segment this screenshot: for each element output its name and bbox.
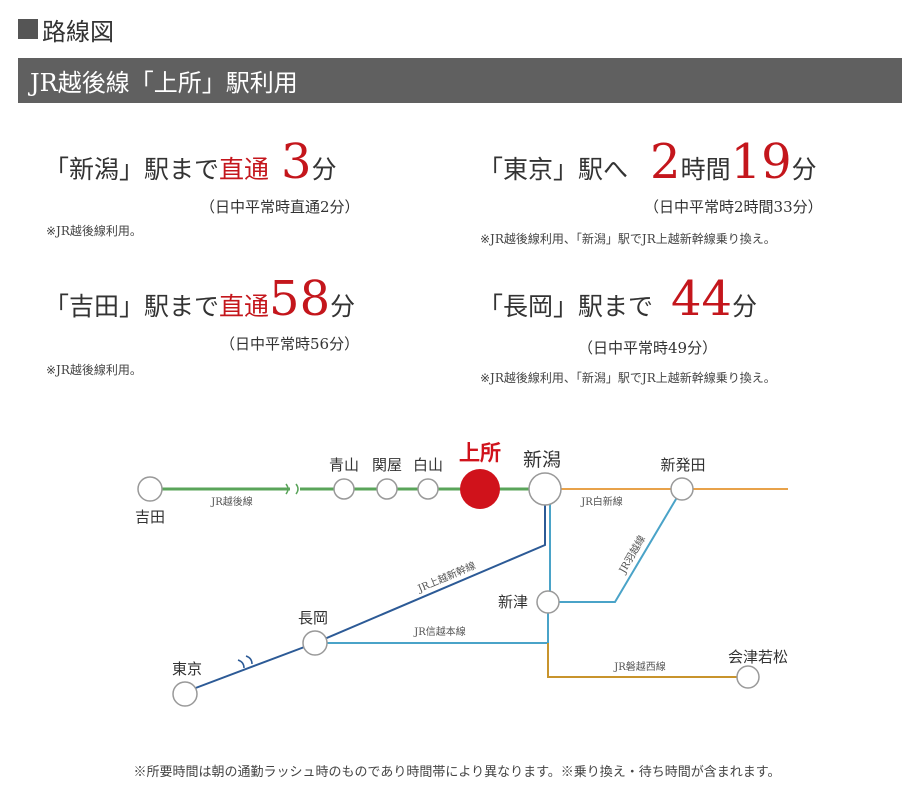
station-hakusan: 白山 bbox=[413, 456, 443, 500]
route-time-minutes: 19 bbox=[730, 134, 792, 190]
station-nagaoka: 長岡 bbox=[298, 609, 328, 656]
route-nagaoka: 「長岡」駅まで 44 分 （日中平常時49分） ※JR越後線利用、「新潟」駅でJ… bbox=[478, 275, 898, 385]
station-niigata: 新潟 bbox=[523, 449, 562, 506]
line-label-echigo: JR越後線 bbox=[210, 495, 253, 508]
svg-text:新発田: 新発田 bbox=[660, 456, 705, 474]
route-time-unit: 分 bbox=[330, 292, 356, 321]
route-note: ※JR越後線利用。 bbox=[46, 363, 142, 377]
footnote: ※所要時間は朝の通勤ラッシュ時のものであり時間帯により異なります。※乗り換え・待… bbox=[133, 765, 781, 780]
svg-text:吉田: 吉田 bbox=[135, 508, 165, 526]
line-label-hakushin: JR白新線 bbox=[580, 495, 623, 508]
station-tokyo: 東京 bbox=[172, 660, 202, 707]
joetsu-shinkansen-line bbox=[184, 489, 546, 693]
route-time-hours: 2 bbox=[650, 134, 681, 190]
route-heading: 「長岡」駅まで 44 分 bbox=[478, 275, 898, 323]
route-map: JR越後線 JR白新線 JR上越新幹線 JR羽越線 JR信越本線 JR磐越西線 … bbox=[135, 440, 788, 707]
station-banner: JR越後線「上所」駅利用 bbox=[18, 58, 902, 103]
route-time-unit: 分 bbox=[311, 155, 337, 184]
route-heading: 「東京」駅へ 2 時間 19 分 bbox=[478, 138, 898, 186]
banner-text: JR越後線「上所」駅利用 bbox=[30, 69, 298, 97]
route-direct-label: 直通 bbox=[219, 292, 270, 321]
route-time-number: 58 bbox=[269, 271, 331, 327]
route-offpeak-time: （日中平常時56分） bbox=[220, 335, 360, 353]
route-time-number: 44 bbox=[671, 271, 733, 327]
route-note: ※JR越後線利用、「新潟」駅でJR上越新幹線乗り換え。 bbox=[480, 232, 776, 246]
svg-text:新津: 新津 bbox=[498, 593, 528, 611]
banetsu-line bbox=[547, 643, 748, 678]
route-time-unit-hours: 時間 bbox=[680, 155, 731, 184]
route-direct-label: 直通 bbox=[219, 155, 270, 184]
svg-text:上所: 上所 bbox=[459, 440, 501, 465]
station-sekiya: 関屋 bbox=[372, 456, 402, 500]
route-note: ※JR越後線利用。 bbox=[46, 224, 142, 238]
svg-text:長岡: 長岡 bbox=[298, 609, 328, 627]
route-offpeak-time: （日中平常時49分） bbox=[578, 339, 718, 357]
svg-text:関屋: 関屋 bbox=[372, 456, 402, 474]
section-title-text: 路線図 bbox=[42, 17, 114, 46]
station-aizu-wakamatsu: 会津若松 bbox=[728, 648, 788, 689]
svg-text:新潟: 新潟 bbox=[523, 449, 561, 471]
joetsu-shinkansen-break bbox=[237, 655, 253, 669]
station-niitsu: 新津 bbox=[498, 590, 560, 614]
route-destination: 「新潟」駅まで bbox=[44, 155, 220, 184]
route-time-unit: 分 bbox=[732, 292, 758, 321]
svg-text:白山: 白山 bbox=[413, 456, 443, 474]
station-yoshida: 吉田 bbox=[135, 476, 165, 526]
line-label-shinetsu: JR信越本線 bbox=[413, 625, 466, 638]
square-bullet-icon bbox=[18, 19, 38, 39]
station-shinhotta: 新発田 bbox=[660, 456, 706, 501]
route-destination: 「吉田」駅まで bbox=[44, 292, 220, 321]
svg-text:青山: 青山 bbox=[329, 456, 359, 474]
station-aoyama: 青山 bbox=[329, 456, 359, 500]
route-note: ※JR越後線利用、「新潟」駅でJR上越新幹線乗り換え。 bbox=[480, 371, 776, 385]
route-yoshida: 「吉田」駅まで 直通 58 分 （日中平常時56分） ※JR越後線利用。 bbox=[44, 275, 444, 385]
route-time-number: 3 bbox=[281, 134, 312, 190]
route-tokyo: 「東京」駅へ 2 時間 19 分 （日中平常時2時間33分） ※JR越後線利用、… bbox=[478, 138, 898, 248]
echigo-line-break bbox=[285, 483, 299, 495]
route-offpeak-time: （日中平常時2時間33分） bbox=[644, 198, 823, 216]
uetsu-line bbox=[550, 488, 683, 603]
route-heading: 「新潟」駅まで 直通 3 分 bbox=[44, 138, 444, 186]
svg-text:東京: 東京 bbox=[172, 660, 202, 678]
route-niigata: 「新潟」駅まで 直通 3 分 （日中平常時直通2分） ※JR越後線利用。 bbox=[44, 138, 444, 248]
route-destination: 「長岡」駅まで bbox=[478, 292, 654, 321]
route-time-unit-minutes: 分 bbox=[791, 155, 817, 184]
line-label-banetsu: JR磐越西線 bbox=[613, 660, 666, 673]
route-destination: 「東京」駅へ bbox=[478, 155, 629, 184]
section-title: 路線図 bbox=[18, 12, 114, 46]
station-joshu-highlight: 上所 bbox=[459, 440, 501, 509]
route-offpeak-time: （日中平常時直通2分） bbox=[200, 198, 360, 216]
svg-text:会津若松: 会津若松 bbox=[728, 648, 788, 666]
route-heading: 「吉田」駅まで 直通 58 分 bbox=[44, 275, 444, 323]
